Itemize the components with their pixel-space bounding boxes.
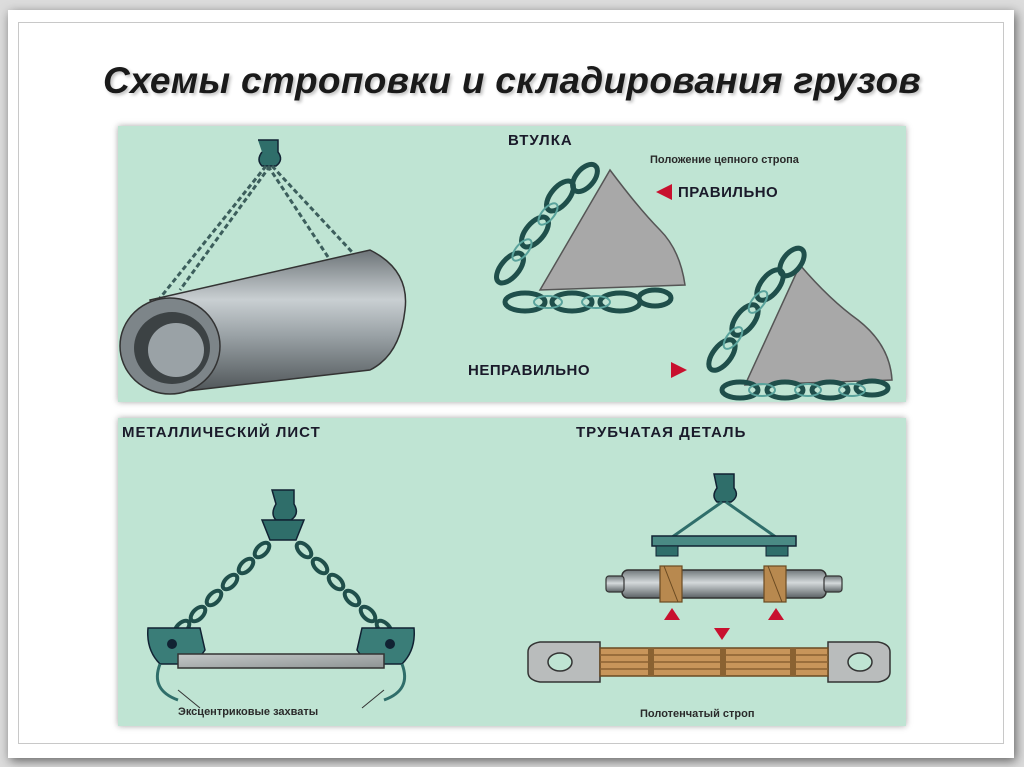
chain-correct-illustration xyxy=(494,161,686,314)
metal-sheet-heading: МЕТАЛЛИЧЕСКИЙ ЛИСТ xyxy=(122,424,321,441)
slide-inner-border xyxy=(18,22,1004,744)
red-arrow-down-icon xyxy=(714,628,730,640)
eccentric-clamps-caption: Эксцентриковые захваты xyxy=(178,706,319,718)
towel-sling-caption: Полотенчатый строп xyxy=(640,708,755,720)
incorrect-arrow-icon xyxy=(671,362,687,378)
towel-sling-illustration xyxy=(527,641,891,683)
bushing-heading: ВТУЛКА xyxy=(508,132,573,149)
tubular-part-illustration xyxy=(605,473,843,640)
metal-sheet-illustration xyxy=(147,489,415,709)
correct-label: ПРАВИЛЬНО xyxy=(678,184,779,201)
chain-incorrect-illustration xyxy=(706,245,893,401)
correct-arrow-icon xyxy=(656,184,672,200)
bushing-pipe-illustration xyxy=(119,139,407,395)
red-arrow-up-right-icon xyxy=(768,608,784,620)
incorrect-label: НЕПРАВИЛЬНО xyxy=(468,362,591,379)
chain-position-label: Положение цепного стропа xyxy=(650,154,799,166)
slide-title: Схемы строповки и складирования грузов xyxy=(102,60,922,101)
tubular-part-heading: ТРУБЧАТАЯ ДЕТАЛЬ xyxy=(576,424,747,441)
red-arrow-up-left-icon xyxy=(664,608,680,620)
